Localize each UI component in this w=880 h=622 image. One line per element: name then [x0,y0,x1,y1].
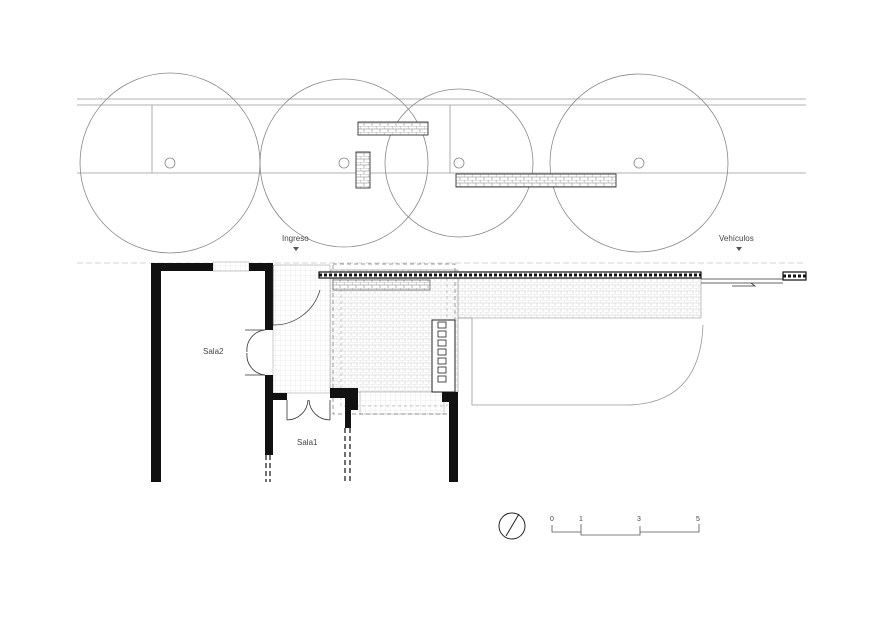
sala2-label: Sala2 [203,347,224,356]
entry-door[interactable] [272,265,321,326]
gate-rail [701,278,783,287]
triangle-down-icon [293,247,299,251]
triangle-down-icon [736,247,742,251]
courtyard-bench [332,279,431,291]
sala1-label: Sala1 [297,438,318,447]
scale-tick-0: 0 [550,516,554,523]
entry-grid-floor [272,264,331,394]
scale-tick-3: 3 [637,516,641,523]
bench-slats [437,321,447,383]
dashed-wall-continuation [265,428,351,482]
tree-canopy [384,88,534,238]
tree-canopy [549,73,729,253]
tree-canopy [79,72,261,254]
sala2-double-door[interactable] [245,329,266,376]
brick-bench [355,151,371,189]
sala1-double-door[interactable] [286,399,331,421]
building-walls [151,263,458,482]
ingreso-label: Ingreso [282,234,309,243]
brick-bench [357,121,429,136]
north-arrow-icon [498,512,526,540]
driveway-paving [454,274,702,319]
vehiculos-label: Vehículos [719,234,754,243]
scale-tick-5: 5 [696,516,700,523]
scale-bar [551,524,700,536]
scale-tick-1: 1 [579,516,583,523]
front-facade-wall [318,271,702,279]
bottom-step [359,391,445,415]
tree-canopy [259,78,429,248]
brick-bench [455,173,617,188]
driveway-turn-curve [458,317,704,406]
sill-strip [212,261,250,272]
street-edge-lines [77,98,806,174]
